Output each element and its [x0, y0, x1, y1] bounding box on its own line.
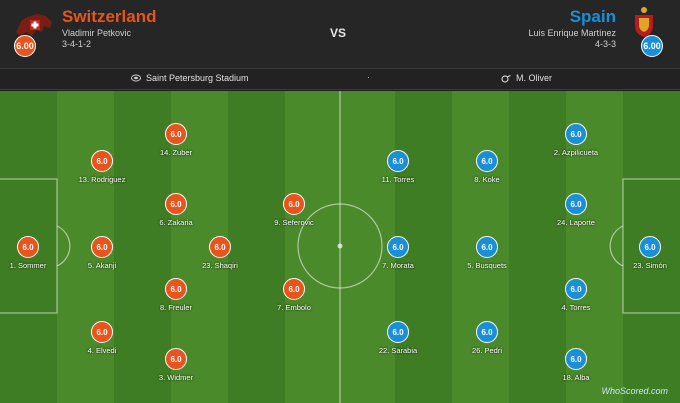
referee-name: M. Oliver: [516, 73, 552, 83]
player-rating: 6.0: [17, 236, 39, 258]
player-name: 7. Morata: [382, 261, 414, 270]
player-rating: 6.0: [387, 236, 409, 258]
player-card[interactable]: 6.0 14. Zuber: [141, 123, 211, 157]
home-team-name[interactable]: Switzerland: [62, 7, 157, 26]
stadium-icon: [131, 74, 141, 82]
player-card[interactable]: 6.0 7. Embolo: [259, 278, 329, 312]
player-name: 5. Akanji: [87, 261, 117, 270]
player-rating: 6.0: [209, 236, 231, 258]
away-team-name[interactable]: Spain: [569, 7, 616, 26]
player-card[interactable]: 6.0 11. Torres: [363, 150, 433, 184]
player-name: 8. Koke: [474, 175, 500, 184]
player-card[interactable]: 6.0 23. Simón: [615, 236, 680, 270]
home-formation: 3-4-1-2: [62, 39, 92, 49]
player-card[interactable]: 6.0 9. Seferovic: [259, 193, 329, 227]
home-manager: Vladimir Petkovic: [62, 28, 132, 38]
player-rating: 6.0: [91, 321, 113, 343]
switzerland-crest-icon: [16, 14, 52, 36]
player-card[interactable]: 6.0 2. Azpilicueta: [541, 123, 611, 157]
player-card[interactable]: 6.0 22. Sarabia: [363, 321, 433, 355]
player-name: 14. Zuber: [159, 148, 193, 157]
player-card[interactable]: 6.0 7. Morata: [363, 236, 433, 270]
player-rating: 6.0: [283, 193, 305, 215]
player-name: 4. Torres: [561, 303, 591, 312]
match-info-bar: Saint Petersburg Stadium · M. Oliver: [0, 68, 680, 90]
player-name: 13. Rodriguez: [78, 175, 126, 184]
player-name: 7. Embolo: [277, 303, 311, 312]
player-name: 11. Torres: [381, 175, 415, 184]
player-card[interactable]: 6.0 5. Akanji: [67, 236, 137, 270]
away-formation: 4-3-3: [594, 39, 616, 49]
player-card[interactable]: 6.0 5. Busquets: [452, 236, 522, 270]
player-card[interactable]: 6.0 26. Pedri: [452, 321, 522, 355]
vs-label: VS: [330, 26, 347, 40]
player-card[interactable]: 6.0 24. Laporte: [541, 193, 611, 227]
player-name: 4. Elvedi: [87, 346, 117, 355]
player-name: 24. Laporte: [557, 218, 595, 227]
player-rating: 6.0: [283, 278, 305, 300]
player-name: 6. Zakaria: [159, 218, 193, 227]
player-card[interactable]: 6.0 23. Shaqiri: [185, 236, 255, 270]
pitch-markings: [0, 91, 680, 403]
player-card[interactable]: 6.0 1. Sommer: [0, 236, 63, 270]
player-rating: 6.0: [91, 150, 113, 172]
whoscored-logo: WhoScored.com: [601, 386, 668, 396]
player-rating: 6.0: [165, 193, 187, 215]
player-name: 22. Sarabia: [378, 346, 418, 355]
player-card[interactable]: 6.0 3. Widmer: [141, 348, 211, 382]
match-header: 6.00 Switzerland Vladimir Petkovic 3-4-1…: [0, 0, 680, 68]
player-name: 2. Azpilicueta: [553, 148, 599, 157]
player-card[interactable]: 6.0 8. Freuler: [141, 278, 211, 312]
player-rating: 6.0: [565, 348, 587, 370]
player-rating: 6.0: [565, 278, 587, 300]
player-rating: 6.0: [476, 150, 498, 172]
whistle-icon: [501, 74, 511, 83]
stadium-info: Saint Petersburg Stadium: [131, 73, 249, 83]
player-rating: 6.0: [565, 193, 587, 215]
player-name: 5. Busquets: [467, 261, 507, 270]
player-rating: 6.0: [639, 236, 661, 258]
player-rating: 6.0: [476, 321, 498, 343]
player-card[interactable]: 6.0 4. Elvedi: [67, 321, 137, 355]
player-rating: 6.0: [565, 123, 587, 145]
player-card[interactable]: 6.0 13. Rodriguez: [67, 150, 137, 184]
player-rating: 6.0: [165, 278, 187, 300]
player-rating: 6.0: [91, 236, 113, 258]
away-manager: Luis Enrique Martínez: [528, 28, 616, 38]
player-name: 23. Shaqiri: [202, 261, 238, 270]
player-name: 23. Simón: [633, 261, 667, 270]
player-rating: 6.0: [387, 150, 409, 172]
player-card[interactable]: 6.0 6. Zakaria: [141, 193, 211, 227]
home-team-rating: 6.00: [14, 35, 36, 57]
player-name: 18. Alba: [562, 373, 590, 382]
spain-crest-icon: [635, 7, 653, 37]
referee-info: M. Oliver: [501, 73, 552, 83]
player-card[interactable]: 6.0 18. Alba: [541, 348, 611, 382]
stadium-name: Saint Petersburg Stadium: [146, 73, 249, 83]
away-team-rating: 6.00: [641, 35, 663, 57]
player-name: 26. Pedri: [471, 346, 503, 355]
player-name: 9. Seferovic: [274, 218, 314, 227]
player-rating: 6.0: [476, 236, 498, 258]
player-card[interactable]: 6.0 4. Torres: [541, 278, 611, 312]
player-rating: 6.0: [165, 348, 187, 370]
player-name: 1. Sommer: [9, 261, 47, 270]
info-separator: ·: [367, 72, 370, 82]
player-name: 8. Freuler: [159, 303, 193, 312]
player-name: 3. Widmer: [158, 373, 194, 382]
pitch: 6.0 1. Sommer 6.0 5. Akanji 6.0 13. Rodr…: [0, 91, 680, 403]
player-rating: 6.0: [165, 123, 187, 145]
player-card[interactable]: 6.0 8. Koke: [452, 150, 522, 184]
player-rating: 6.0: [387, 321, 409, 343]
